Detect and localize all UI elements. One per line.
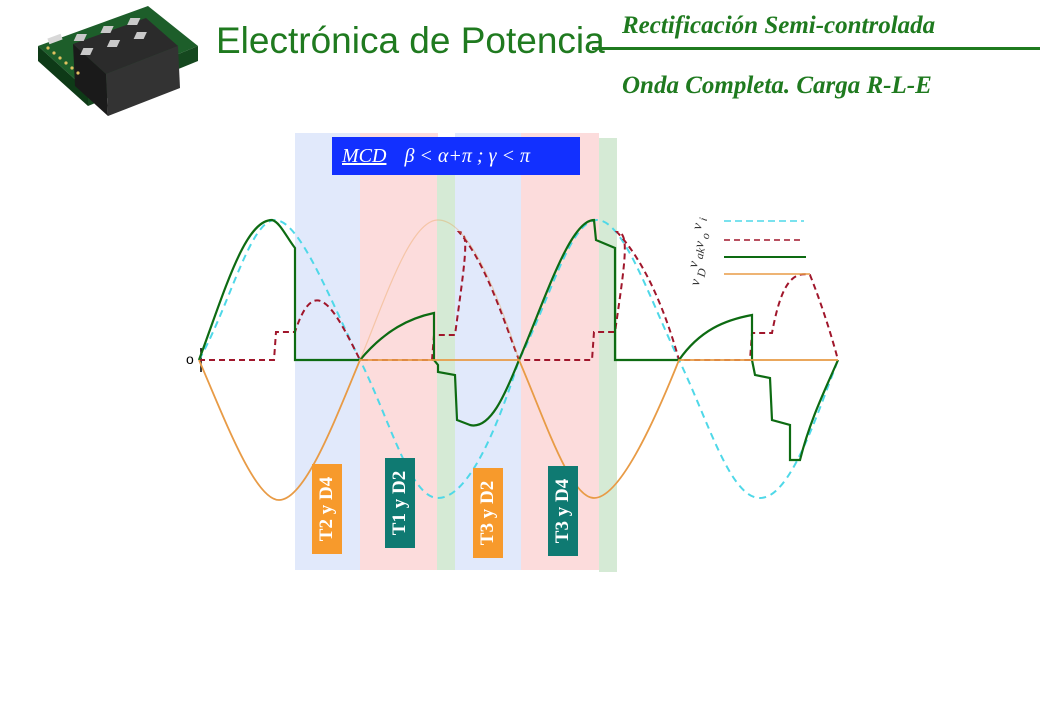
origin-label: o xyxy=(186,351,194,367)
power-module-logo-icon xyxy=(38,6,198,116)
vd-waveform xyxy=(198,359,838,501)
mode-condition-box: MCD β < α+π ; γ < π xyxy=(332,137,580,175)
band-freewheel-1 xyxy=(437,170,455,570)
vak-waveform xyxy=(197,218,840,462)
vi-waveform xyxy=(198,218,839,500)
conduction-label-t3-d4: T3 y D4 xyxy=(548,466,578,556)
mode-label: MCD xyxy=(342,144,387,167)
vd-waveform-alt xyxy=(359,219,520,361)
conduction-label-t1-d2: T1 y D2 xyxy=(385,458,415,548)
mode-condition: β < α+π ; γ < π xyxy=(404,144,530,167)
conduction-label-t3-d2: T3 y D2 xyxy=(473,468,503,558)
vo-waveform xyxy=(199,230,839,361)
header-rule xyxy=(592,47,1040,50)
slide-title: Rectificación Semi-controlada xyxy=(622,12,936,39)
conduction-label-t2-d4: T2 y D4 xyxy=(312,464,342,554)
legend-vd-label: v D xyxy=(688,267,710,288)
course-title: Electrónica de Potencia xyxy=(216,20,605,61)
slide-subtitle: Onda Completa. Carga R-L-E xyxy=(622,72,932,99)
